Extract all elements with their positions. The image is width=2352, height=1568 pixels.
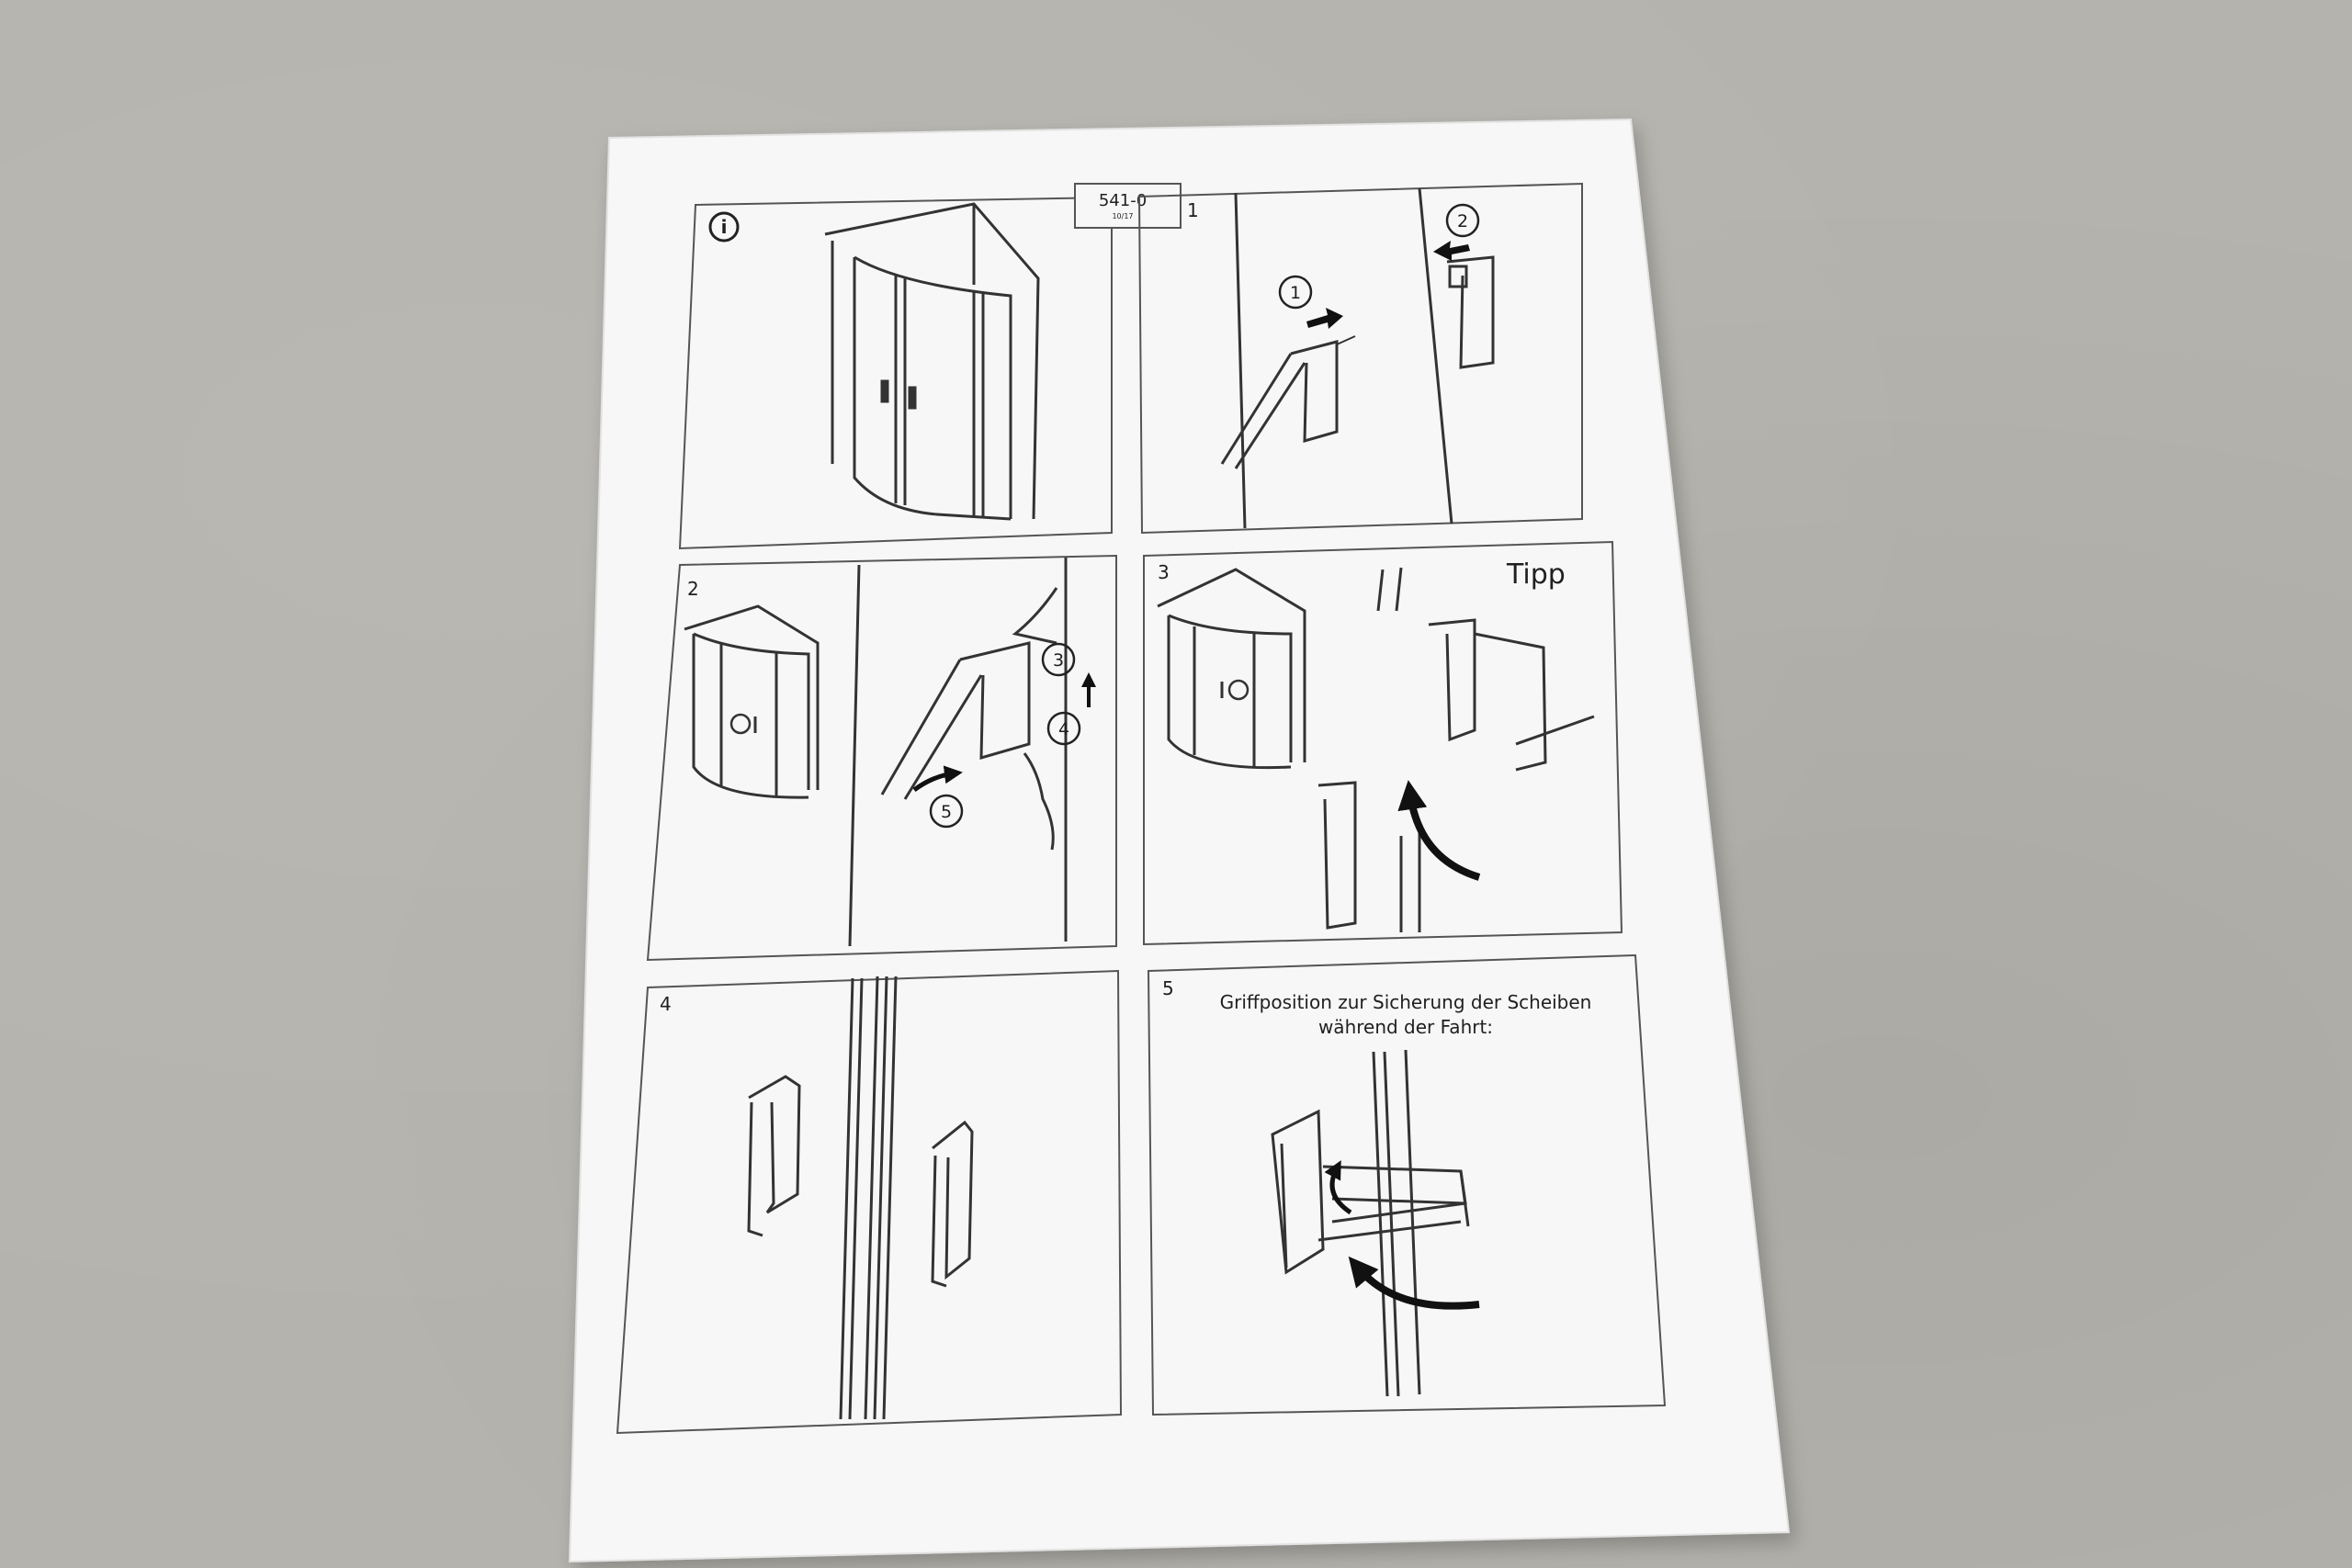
- svg-text:während der Fahrt:: während der Fahrt:: [1318, 1016, 1493, 1038]
- shower-enclosure-small-3: [1157, 568, 1306, 770]
- panel-step-3: 3 Tipp: [1143, 540, 1623, 946]
- svg-text:5: 5: [941, 802, 952, 822]
- svg-text:10/17: 10/17: [1112, 212, 1133, 220]
- arrow-left-icon: [1433, 241, 1470, 261]
- svg-text:1: 1: [1187, 199, 1199, 221]
- svg-text:Tipp: Tipp: [1506, 558, 1566, 591]
- info-icon: [708, 211, 740, 243]
- installed-handle-left: [747, 1075, 801, 1237]
- curved-arrow-bottom-icon: [1348, 1256, 1480, 1310]
- panel-step-4: 4: [616, 969, 1123, 1435]
- handle-tip-illustration: [1317, 567, 1595, 932]
- svg-text:3: 3: [1053, 650, 1064, 671]
- shower-enclosure-small-2: [684, 604, 820, 799]
- handle-mount-illustration-2: [848, 558, 1068, 947]
- transport-position-illustration: [1271, 1049, 1470, 1397]
- svg-text:2: 2: [1457, 211, 1468, 231]
- document-code-label: 541-0 10/17: [1074, 183, 1182, 229]
- svg-text:2: 2: [687, 578, 699, 600]
- handle-mount-illustration-1: [1220, 187, 1495, 529]
- curved-arrow-icon: [912, 765, 963, 793]
- callout-2: [1445, 203, 1480, 238]
- svg-text:Griffposition zur Sicherung de: Griffposition zur Sicherung der Scheiben: [1220, 991, 1592, 1013]
- installed-handle-right: [931, 1120, 974, 1288]
- svg-text:4: 4: [1058, 719, 1069, 739]
- svg-text:4: 4: [660, 993, 672, 1015]
- svg-text:3: 3: [1158, 561, 1170, 583]
- curved-arrow-top-icon: [1324, 1160, 1352, 1215]
- panel-step-1: 1 1 2: [1137, 182, 1583, 535]
- callout-1: [1278, 275, 1313, 310]
- arrow-right-icon: [1306, 308, 1343, 329]
- callout-4: [1046, 711, 1081, 746]
- svg-text:i: i: [721, 216, 728, 238]
- callout-5: [929, 794, 964, 829]
- glass-door-profile: [839, 976, 898, 1420]
- shower-enclosure-illustration: [824, 202, 1040, 521]
- panel-step-5: 5 Griffposition zur Sicherung der Scheib…: [1147, 953, 1667, 1416]
- svg-text:5: 5: [1162, 977, 1174, 999]
- paper-sheet: [568, 118, 1791, 1563]
- callout-3: [1041, 642, 1076, 677]
- curved-arrow-up-icon: [1397, 780, 1481, 881]
- svg-text:1: 1: [1290, 283, 1301, 303]
- panel-step-2: 2 3 4 5: [646, 554, 1117, 962]
- svg-text:541-0: 541-0: [1099, 191, 1147, 210]
- panel-info: i: [678, 196, 1113, 550]
